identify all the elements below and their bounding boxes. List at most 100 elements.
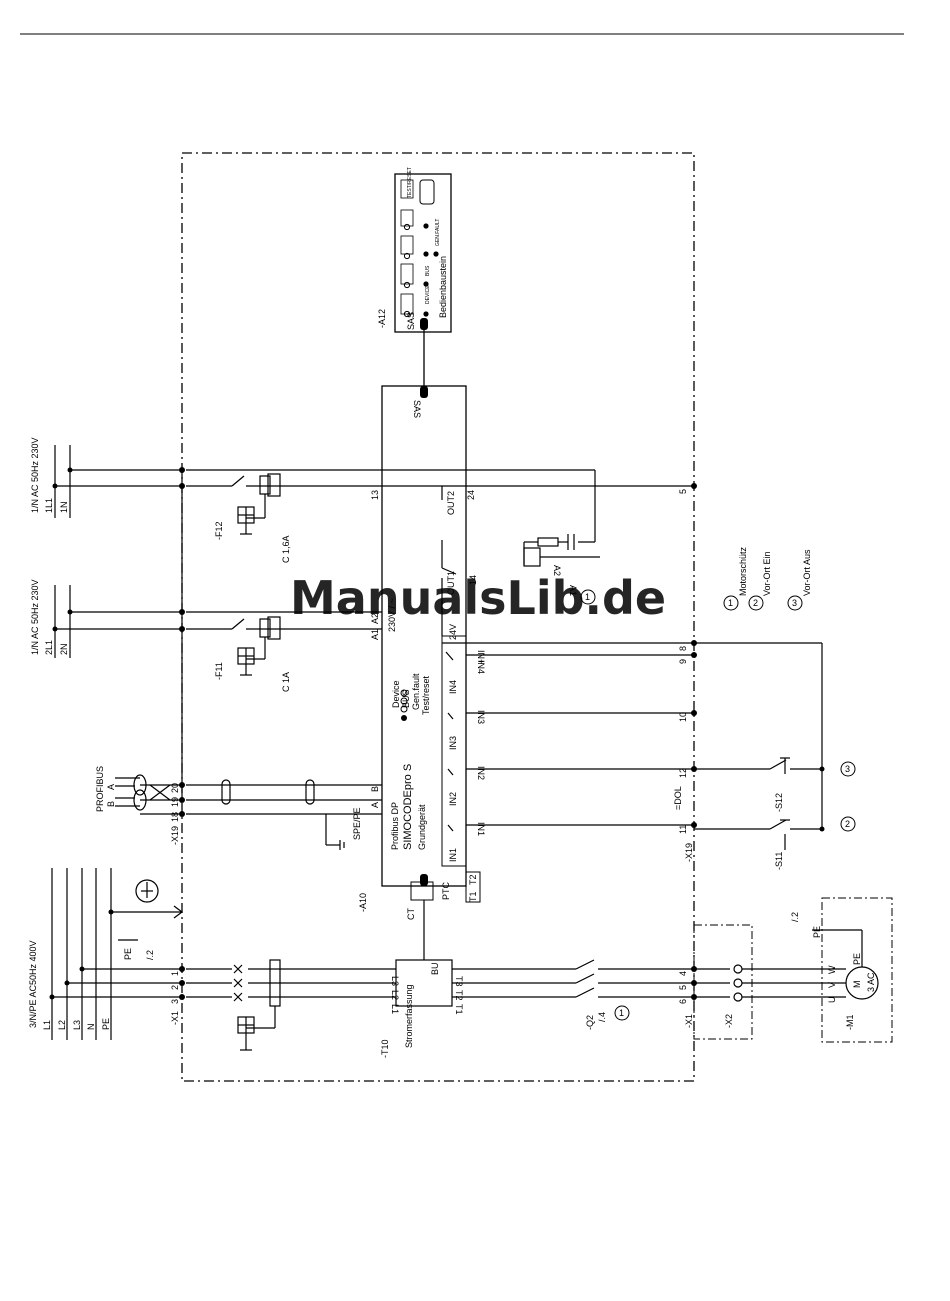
supply-main-label: 3/N/PE AC50Hz 400V — [28, 940, 38, 1028]
legend-1-num: 1 — [728, 598, 733, 608]
x1-3: 3 — [170, 999, 180, 1004]
motor-w: W — [827, 965, 837, 974]
term-9: 9 — [678, 659, 688, 664]
supply-f11-label: 1/N AC 50Hz 230V — [30, 579, 40, 655]
supply-f11-l1: 2L1 — [44, 640, 54, 655]
supply-f12-n: 1N — [59, 501, 69, 513]
legend-3-text: Vor-Ort Aus — [802, 549, 812, 596]
motor-type: 3 AC — [866, 972, 876, 992]
main-power-wiring — [51, 868, 879, 1051]
label-s11: -S11 — [774, 852, 784, 870]
unit-led-genfault: Gen.fault — [411, 673, 421, 710]
label-pe-motor: PE — [812, 926, 822, 938]
unit-in1: IN1 — [448, 848, 458, 862]
terminal-dots — [49, 467, 825, 1000]
label-x1-right: -X1 — [684, 1014, 694, 1028]
feeder-wiring — [54, 445, 694, 800]
unit-in4-pin: IN4 — [476, 660, 486, 674]
unit-in2-pin: IN2 — [476, 766, 486, 780]
unit-a2: A2 — [370, 613, 380, 624]
marker-s12: 3 — [845, 764, 850, 774]
label-t10: -T10 — [380, 1039, 390, 1058]
legend-2-num: 2 — [753, 598, 758, 608]
relay-a2: A2 — [552, 565, 562, 576]
unit-in3-pin: IN3 — [476, 710, 486, 724]
watermark: ManualsLib.de — [290, 571, 666, 625]
profibus-label: PROFIBUS — [95, 766, 105, 812]
profibus-a: A — [106, 784, 116, 790]
unit-t1: T1 — [468, 891, 478, 902]
x1-2: 2 — [170, 985, 180, 990]
profibus-wiring — [115, 774, 382, 850]
x19-18: 18 — [170, 812, 180, 822]
current-t1: T1 — [454, 1004, 464, 1015]
label-x2: -X2 — [724, 1014, 734, 1028]
supply-f12-l1: 1L1 — [44, 498, 54, 513]
x1-5: 5 — [678, 985, 688, 990]
legend-1-text: Motorschütz — [738, 546, 748, 596]
motor-m: M — [852, 981, 862, 989]
unit-24v: 24V — [448, 624, 458, 640]
unit-out1: OUT1 — [446, 571, 456, 595]
term-5: 5 — [678, 489, 688, 494]
label-x19: -X19 — [170, 826, 180, 845]
profibus-b: B — [106, 801, 116, 807]
motor-u: U — [827, 997, 837, 1004]
x1-4: 4 — [678, 971, 688, 976]
unit-led-device: Device — [391, 680, 401, 708]
motor-pe: PE — [852, 953, 862, 965]
supply-main-l2: L2 — [57, 1020, 67, 1030]
supply-f11-n: 2N — [59, 643, 69, 655]
operator-panel — [394, 173, 452, 333]
panel-name: Bedienbaustein — [438, 256, 448, 318]
motor-boundary — [821, 897, 893, 1043]
label-f11: -F11 — [214, 662, 224, 680]
unit-sas: SAS — [412, 400, 422, 418]
panel-led-device: DEVICE — [425, 285, 431, 304]
current-l1: L1 — [390, 1004, 400, 1014]
legend-markers — [580, 589, 856, 1021]
label-s12: -S12 — [774, 793, 784, 812]
term-11: 11 — [678, 825, 688, 834]
unit-in2: IN2 — [448, 792, 458, 806]
term-10: 10 — [678, 712, 688, 722]
unit-out2: OUT2 — [446, 491, 456, 515]
marker-q2: 1 — [619, 1008, 624, 1018]
x19-20: 20 — [170, 783, 180, 793]
legend-3-num: 3 — [792, 598, 797, 608]
unit-spe: SPE/PE — [352, 807, 362, 840]
unit-in3: IN3 — [448, 736, 458, 750]
marker-s11: 2 — [845, 819, 850, 829]
marker-out1: 1 — [585, 592, 590, 602]
label-f12: -F12 — [214, 521, 224, 540]
label-c16a: C 1,6A — [281, 535, 291, 563]
unit-p24: 24 — [466, 490, 476, 500]
motor-v: V — [827, 982, 837, 988]
unit-in1-pin: IN1 — [476, 822, 486, 836]
current-l3: L3 — [390, 976, 400, 986]
unit-b-pin: B — [370, 786, 380, 792]
x2-boundary — [693, 924, 753, 1040]
x19-19: 19 — [170, 797, 180, 807]
unit-in4: IN4 — [448, 680, 458, 694]
relay-a1: A1 — [568, 585, 578, 596]
label-q2: -Q2 — [585, 1015, 595, 1030]
label-q2-ref: /.4 — [597, 1012, 607, 1022]
panel-led-genfault: GEN.FAULT — [435, 219, 441, 246]
label-x1: -X1 — [170, 1011, 180, 1025]
label-a10: -A10 — [358, 893, 368, 912]
current-bu: BU — [430, 962, 440, 975]
x1-6: 6 — [678, 999, 688, 1004]
label-c1a: C 1A — [281, 672, 291, 692]
unit-ptc: PTC — [441, 881, 451, 900]
panel-test: TEST/RESET — [407, 167, 413, 198]
term-12: 12 — [678, 768, 688, 778]
label-pe-main: PE — [123, 948, 133, 960]
unit-ct: CT — [406, 908, 416, 920]
label-x19-right: -X19 — [684, 843, 694, 862]
unit-subtitle: Grundgerät — [417, 804, 427, 850]
current-t3: T3 — [454, 976, 464, 987]
unit-a-pin: A — [370, 802, 380, 808]
current-t2: T2 — [454, 990, 464, 1001]
panel-led-bus: BUS — [425, 265, 431, 276]
